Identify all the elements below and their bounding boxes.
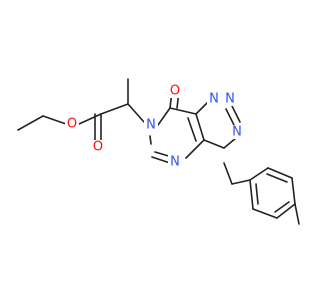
bond [294, 203, 300, 225]
atom-o-ester: O [65, 117, 79, 132]
bond [267, 167, 293, 179]
bond [276, 203, 296, 219]
bond [187, 117, 197, 142]
bond [274, 201, 290, 213]
atom-n4: N [168, 155, 182, 170]
bond [266, 173, 288, 183]
atom-n6: N [144, 118, 158, 133]
bond [151, 156, 171, 164]
atom-o-carbonyl: O [168, 84, 182, 99]
atom-n2: N [223, 92, 237, 107]
bond [231, 105, 241, 123]
bond [127, 103, 145, 123]
bond [223, 162, 233, 185]
bond [100, 103, 129, 115]
atom-label-n: N [232, 125, 242, 140]
bond [231, 179, 251, 185]
bond [149, 135, 152, 145]
bond [157, 107, 171, 126]
molecule-structure: O O O N N N N N [17, 78, 300, 225]
bond [203, 139, 225, 149]
bond [225, 108, 235, 126]
atom-label-o: O [67, 117, 77, 132]
bond [223, 137, 237, 149]
atom-label-n: N [170, 155, 180, 170]
bond [249, 179, 254, 210]
atom-labels: O O O N N N N N [65, 84, 244, 170]
atom-n1: N [207, 92, 221, 107]
bond [17, 115, 44, 131]
bond [255, 183, 259, 205]
atom-label-n: N [209, 92, 219, 107]
atom-label-o: O [93, 140, 103, 155]
atom-label-n: N [146, 118, 156, 133]
bond [78, 113, 102, 125]
bond [291, 177, 296, 205]
bonds [17, 78, 300, 225]
bond [252, 208, 278, 219]
atom-o-ester-co: O [91, 140, 105, 155]
bond [185, 139, 205, 159]
atom-label-o: O [170, 84, 180, 99]
atom-label-n: N [225, 92, 235, 107]
bond [42, 115, 67, 125]
bond [169, 107, 197, 115]
bond [249, 167, 269, 181]
atom-n3: N [230, 125, 244, 140]
bond [195, 113, 205, 141]
